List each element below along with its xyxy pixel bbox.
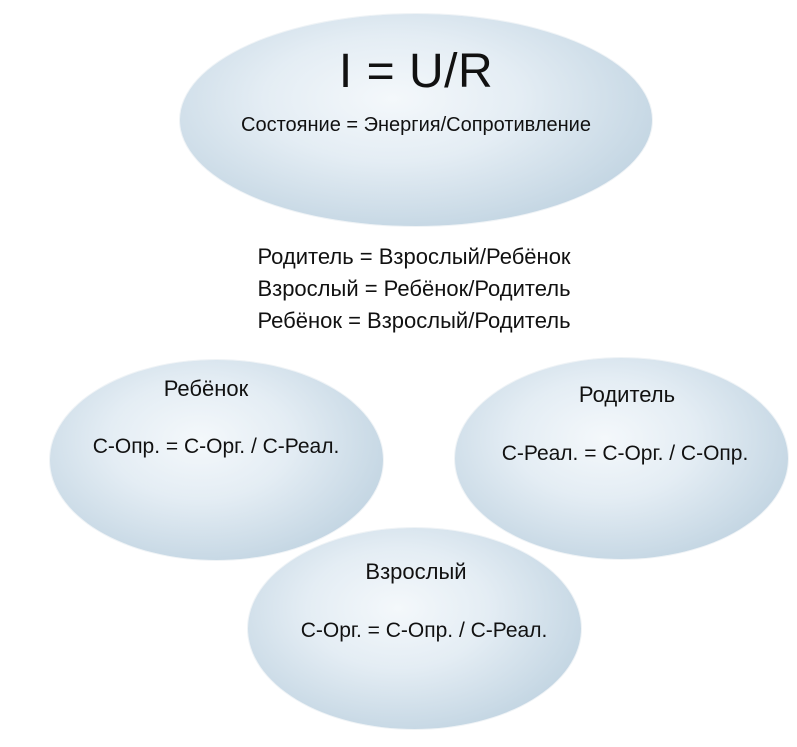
parent-ellipse — [455, 358, 788, 559]
adult-ellipse — [248, 528, 581, 729]
relation-child: Ребёнок = Взрослый/Родитель — [257, 308, 571, 333]
adult-formula: С-Орг. = С-Опр. / С-Реал. — [300, 619, 548, 642]
main-formula: I = U/R — [338, 45, 494, 98]
adult-title: Взрослый — [365, 559, 467, 584]
child-title: Ребёнок — [163, 376, 249, 401]
child-formula: С-Опр. = С-Орг. / С-Реал. — [92, 435, 340, 458]
parent-title: Родитель — [578, 382, 676, 407]
parent-formula: С-Реал. = С-Орг. / С-Опр. — [501, 442, 749, 465]
relations-block: Родитель = Взрослый/Ребёнок Взрослый = Р… — [257, 241, 570, 337]
main-formula-description: Состояние = Энергия/Сопротивление — [241, 114, 591, 136]
main-formula-ellipse — [180, 14, 652, 226]
relation-parent: Родитель = Взрослый/Ребёнок — [257, 244, 571, 269]
child-ellipse — [50, 360, 383, 560]
relation-adult: Взрослый = Ребёнок/Родитель — [257, 276, 571, 301]
